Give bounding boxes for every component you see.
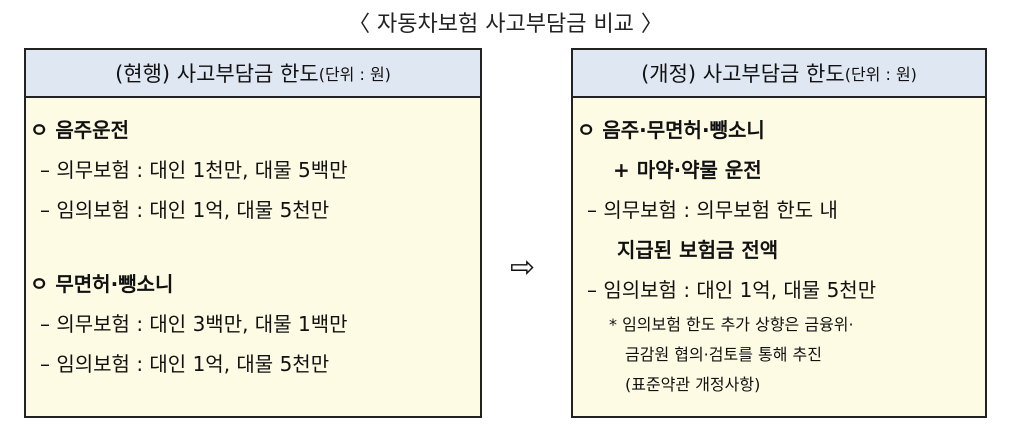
revised-heading-line2: + 마약·약물 운전 — [613, 158, 762, 182]
revised-heading-line1: ㅇ 음주·무면허·뺑소니 — [577, 118, 765, 142]
revised-panel-header: (개정) 사고부담금 한도(단위 : 원) — [573, 50, 985, 98]
revised-panel-unit: (단위 : 원) — [844, 65, 917, 84]
revised-mandatory-detail: 지급된 보험금 전액 — [617, 238, 779, 262]
revised-panel-title: (개정) 사고부담금 한도 — [641, 62, 845, 86]
drunk-mandatory-line: – 의무보험 : 대인 1천만, 대물 5백만 — [40, 158, 348, 182]
revised-mandatory-line: – 의무보험 : 의무보험 한도 내 — [587, 198, 838, 222]
revised-panel-content: ㅇ 음주·무면허·뺑소니 + 마약·약물 운전 – 의무보험 : 의무보험 한도… — [573, 98, 985, 400]
page-title: 〈 자동차보험 사고부담금 비교 〉 — [348, 12, 663, 37]
unlicensed-optional-line: – 임의보험 : 대인 1억, 대물 5천만 — [40, 352, 330, 376]
current-panel-header: (현행) 사고부담금 한도(단위 : 원) — [26, 50, 480, 98]
revised-note-line1: * 임의보험 한도 추가 상향은 금융위· — [609, 315, 854, 334]
revised-note-line3: (표준약관 개정사항) — [625, 375, 761, 394]
current-panel-unit: (단위 : 원) — [318, 65, 391, 84]
revised-limits-panel: (개정) 사고부담금 한도(단위 : 원) ㅇ 음주·무면허·뺑소니 + 마약·… — [571, 48, 987, 418]
current-panel-title: (현행) 사고부담금 한도 — [115, 62, 319, 86]
current-limits-panel: (현행) 사고부담금 한도(단위 : 원) ㅇ 음주운전 – 의무보험 : 대인… — [24, 48, 482, 418]
revised-note-line2: 금감원 협의·검토를 통해 추진 — [625, 345, 822, 364]
revised-optional-line: – 임의보험 : 대인 1억, 대물 5천만 — [587, 278, 877, 302]
drunk-optional-line: – 임의보험 : 대인 1억, 대물 5천만 — [40, 198, 330, 222]
section-spacer — [26, 230, 480, 264]
unlicensed-mandatory-line: – 의무보험 : 대인 3백만, 대물 1백만 — [40, 312, 348, 336]
current-panel-content: ㅇ 음주운전 – 의무보험 : 대인 1천만, 대물 5백만 – 임의보험 : … — [26, 98, 480, 384]
drunk-driving-heading: ㅇ 음주운전 — [30, 118, 129, 142]
unlicensed-hitrun-heading: ㅇ 무면허·뺑소니 — [30, 272, 174, 296]
right-arrow-icon: ⇨ — [510, 250, 536, 285]
